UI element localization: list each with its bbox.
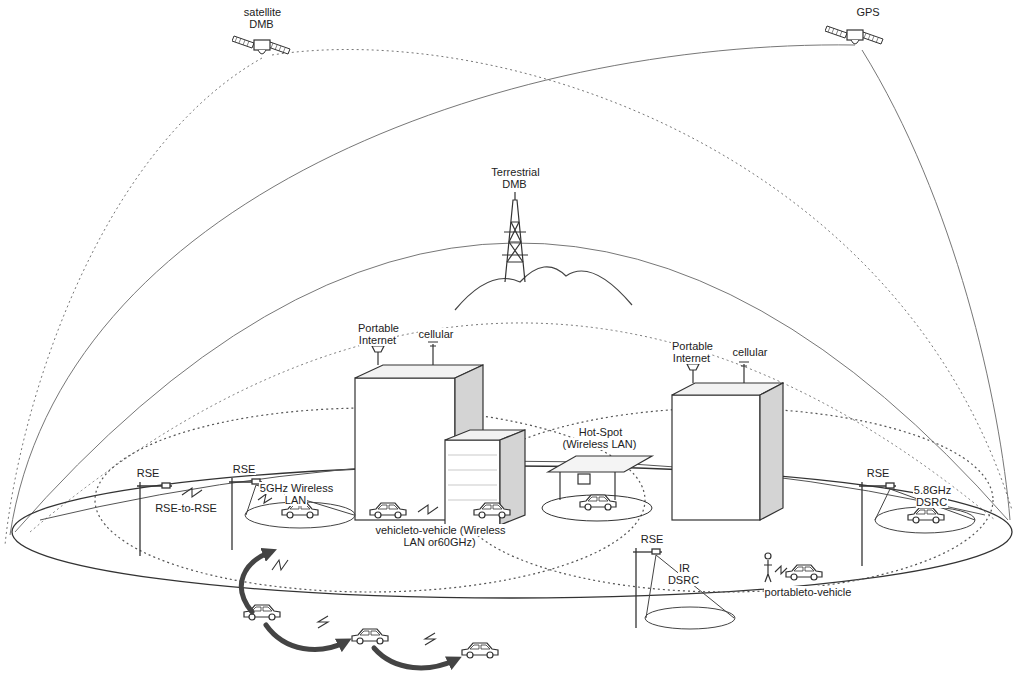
- label-box: portableto-vehicle: [756, 586, 860, 598]
- satellite-arc: [5, 58, 262, 545]
- label-box: RSE: [637, 533, 667, 545]
- label-box: IR DSRC: [664, 562, 704, 586]
- hot-spot-footprint: [542, 495, 652, 521]
- label-text: cellular: [732, 346, 769, 358]
- label-box: RSE: [863, 467, 893, 479]
- relay-arrow: [241, 552, 455, 668]
- label-box: vehicleto-vehicle (Wireless LAN or60GHz): [370, 524, 510, 548]
- label-box: Portable Internet: [666, 340, 718, 364]
- label-text: vehicleto-vehicle (Wireless LAN or60GHz): [374, 524, 505, 548]
- label-text: RSE: [640, 533, 665, 545]
- label-box: 5.8GHz DSRC: [907, 484, 957, 508]
- label-box: 5GHz Wireless LAN: [258, 482, 334, 506]
- satellite-icon: [825, 26, 883, 44]
- label-box: cellular: [413, 328, 459, 340]
- label-box: Portable Internet: [352, 322, 404, 346]
- label-text: satellite DMB: [243, 6, 281, 30]
- label-text: RSE: [866, 467, 891, 479]
- label-text: IR DSRC: [668, 562, 700, 586]
- label-text: Hot-Spot (Wireless LAN): [563, 426, 638, 450]
- mountain: [455, 267, 632, 310]
- coverage-arcs: [5, 45, 1012, 545]
- label-text: RSE: [232, 463, 257, 475]
- label-text: Terrestrial DMB: [490, 166, 539, 190]
- terrestrial-arc: [15, 243, 1008, 532]
- label-box: GPS: [848, 6, 888, 18]
- label-box: RSE-to-RSE: [150, 502, 222, 514]
- label-box: cellular: [727, 346, 773, 358]
- terrestrial-arc: [30, 323, 995, 532]
- label-box: RSE: [133, 467, 163, 479]
- label-text: RSE-to-RSE: [154, 502, 218, 514]
- vehicle: [244, 495, 944, 658]
- label-text: 5GHz Wireless LAN: [259, 482, 333, 506]
- wireless-link: [182, 488, 787, 645]
- label-text: portableto-vehicle: [764, 586, 853, 598]
- label-text: RSE: [136, 467, 161, 479]
- hot-spot-antenna: [548, 456, 652, 500]
- label-text: Portable Internet: [357, 322, 399, 346]
- rse-pole: [137, 478, 896, 628]
- building: [445, 430, 525, 525]
- label-text: Portable Internet: [671, 340, 713, 364]
- label-box: RSE: [229, 463, 259, 475]
- building: [672, 362, 783, 520]
- label-text: 5.8GHz DSRC: [913, 484, 951, 508]
- beam-cone: [245, 485, 975, 629]
- label-box: satellite DMB: [236, 6, 288, 30]
- broadcast-tower: [502, 192, 528, 282]
- label-text: cellular: [418, 328, 455, 340]
- satellite-icon: [232, 36, 290, 54]
- label-box: Terrestrial DMB: [483, 166, 547, 190]
- pedestrian: [764, 553, 772, 582]
- gps-arc: [862, 50, 1010, 520]
- label-text: GPS: [855, 6, 880, 18]
- gps-arc: [10, 45, 855, 535]
- label-box: Hot-Spot (Wireless LAN): [557, 426, 643, 450]
